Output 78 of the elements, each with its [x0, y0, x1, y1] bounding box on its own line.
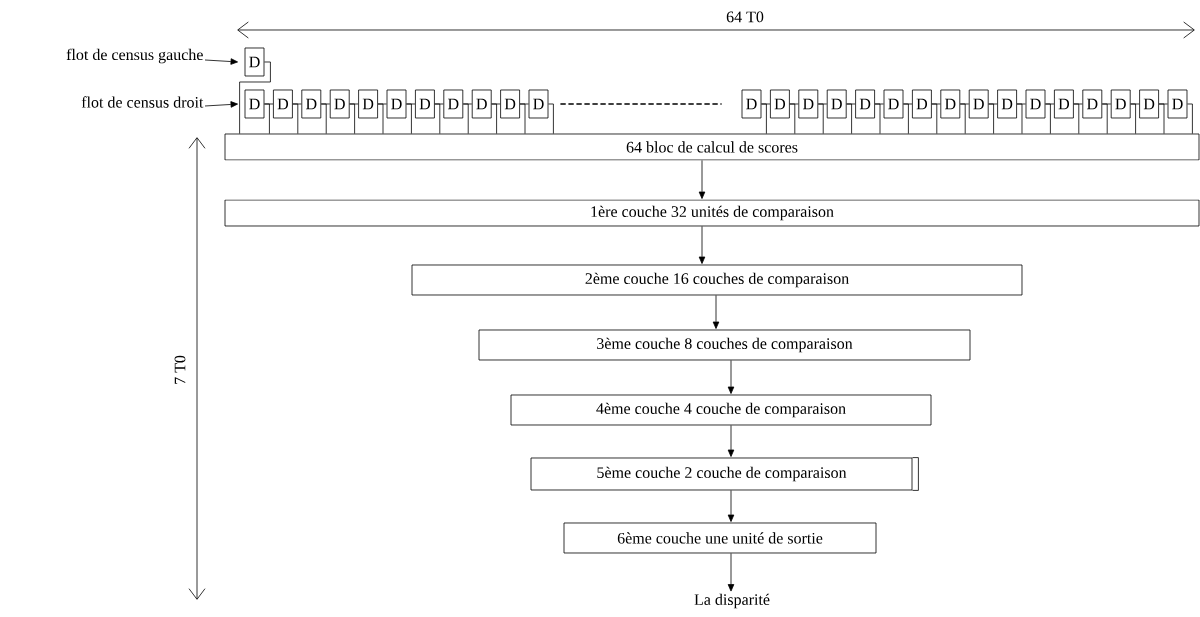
- input-label: flot de census gauche: [66, 48, 203, 64]
- wire: [1187, 103, 1193, 134]
- wire: [903, 103, 909, 134]
- delay-box: D: [471, 89, 492, 119]
- input-label: flot de census droit: [81, 96, 204, 108]
- wire: [239, 61, 271, 134]
- layer-box: 3ème couche 8 couches de comparaison: [478, 329, 971, 361]
- wire: [988, 103, 994, 134]
- delay-box: D: [798, 89, 819, 119]
- arrow: [204, 101, 238, 108]
- dashed-line: [559, 103, 723, 105]
- delay-box: D: [912, 89, 932, 119]
- delay-box: D: [1167, 89, 1188, 119]
- wire: [491, 103, 497, 134]
- delay-box: D: [329, 89, 350, 119]
- delay-box: D: [386, 89, 407, 119]
- layer-box: 1ère couche 32 unités de comparaison: [224, 199, 1200, 227]
- layer-box: 5ème couche 2 couche de comparaison: [530, 457, 919, 491]
- delay-box: D: [883, 89, 904, 119]
- arrow: [698, 160, 706, 199]
- wire: [377, 103, 384, 134]
- wire: [320, 103, 327, 134]
- wire: [1045, 103, 1051, 134]
- wire: [548, 103, 554, 134]
- wire: [959, 103, 966, 134]
- delay-box: D: [826, 89, 847, 119]
- delay-box: D: [1082, 89, 1103, 119]
- delay-box: D: [1054, 89, 1074, 119]
- delay-box: D: [997, 89, 1017, 119]
- delay-box: D: [1025, 89, 1046, 119]
- wire: [434, 103, 441, 134]
- arrow: [204, 58, 238, 65]
- wire: [789, 103, 796, 134]
- delay-box: D: [244, 47, 265, 77]
- delay-box: D: [770, 89, 790, 119]
- wire: [406, 103, 412, 134]
- wire: [846, 103, 852, 134]
- delay-box: D: [358, 89, 378, 119]
- delay-box: D: [528, 89, 549, 119]
- wire: [1158, 103, 1165, 134]
- wire: [874, 103, 881, 134]
- delay-box: D: [855, 89, 875, 119]
- arrow: [698, 226, 706, 264]
- delay-box: D: [940, 89, 961, 119]
- delay-box: D: [968, 89, 989, 119]
- wire: [931, 103, 938, 134]
- arrow: [727, 553, 735, 592]
- delay-box: D: [1139, 89, 1159, 119]
- wire: [1073, 103, 1080, 134]
- delay-box: D: [273, 89, 293, 119]
- delay-box: D: [500, 89, 520, 119]
- delay-box: D: [443, 89, 464, 119]
- delay-box: D: [1110, 89, 1131, 119]
- delay-box: D: [244, 89, 265, 119]
- wire: [1130, 103, 1136, 134]
- delay-box: D: [415, 89, 435, 119]
- score-block: 64 bloc de calcul de scores: [224, 133, 1200, 161]
- delay-box: D: [301, 89, 322, 119]
- wire: [519, 103, 526, 134]
- wire: [292, 103, 299, 134]
- layer-box: 4ème couche 4 couche de comparaison: [510, 394, 932, 426]
- arrow: [712, 295, 720, 329]
- layer-box: 2ème couche 16 couches de comparaison: [411, 264, 1023, 296]
- arrow: [727, 360, 735, 394]
- wire: [1101, 103, 1108, 134]
- dimension-label: 64 T0: [726, 11, 764, 23]
- arrow: [727, 490, 735, 522]
- wire: [349, 103, 355, 134]
- layer-box: 6ème couche une unité de sortie: [563, 522, 877, 554]
- delay-box: D: [741, 89, 762, 119]
- arrow: [727, 425, 735, 457]
- wire: [264, 103, 270, 134]
- dimension-label: 7 T0: [174, 355, 186, 384]
- wire: [462, 103, 469, 134]
- wire: [761, 103, 767, 134]
- output-label: La disparité: [694, 593, 770, 609]
- wire: [817, 103, 824, 134]
- wire: [1016, 103, 1023, 134]
